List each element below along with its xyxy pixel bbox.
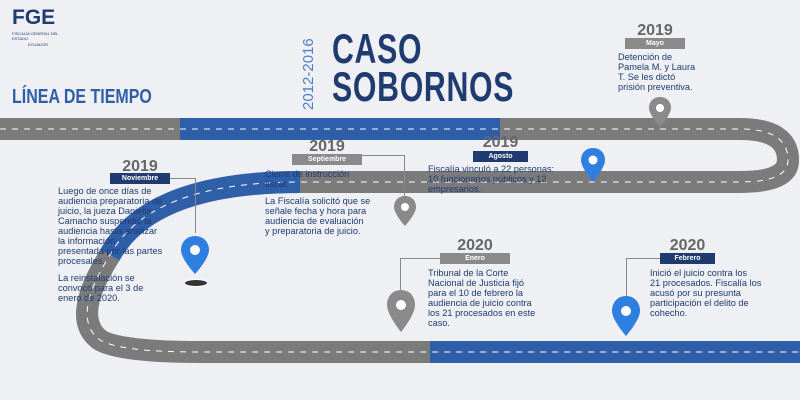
pin-shadow xyxy=(184,279,208,287)
event-month-tag: Septiembre xyxy=(292,154,362,165)
years-range: 2012-2016 xyxy=(300,38,317,110)
event-desc: Tribunal de la Corte Nacional de Justici… xyxy=(428,268,536,328)
event-month-tag: Mayo xyxy=(625,38,685,49)
event-desc: Inició el juicio contra los 21 procesado… xyxy=(650,268,762,318)
title-line1: CASO xyxy=(332,25,423,72)
title-line2: SOBORNOS xyxy=(332,63,515,110)
logo-subtitle: FISCALÍA GENERAL DEL ESTADO xyxy=(12,31,59,41)
map-pin-icon xyxy=(581,148,605,182)
event-year: 2019 xyxy=(637,22,673,39)
connector-line xyxy=(362,155,404,156)
event-year: 2020 xyxy=(669,237,706,254)
connector-line xyxy=(170,178,195,179)
connector-line xyxy=(195,178,196,233)
connector-line xyxy=(626,258,660,259)
event-year: 2019 xyxy=(482,134,519,151)
map-pin-icon xyxy=(612,296,640,336)
event-month-tag: Febrero xyxy=(660,253,715,264)
event-year: 2019 xyxy=(122,158,158,175)
map-pin-icon xyxy=(181,236,209,274)
map-pin-icon xyxy=(649,97,671,127)
connector-line xyxy=(626,258,627,298)
connector-line xyxy=(404,155,405,215)
event-desc: Fiscalía vinculó a 22 personas: 10 funci… xyxy=(428,164,555,194)
road-centerline xyxy=(0,128,800,353)
logo: FGE xyxy=(12,6,56,29)
connector-line xyxy=(400,258,401,290)
event-month-tag: Enero xyxy=(440,253,510,264)
timeline-heading: LÍNEA DE TIEMPO xyxy=(12,86,152,108)
event-desc: Detención de Pamela M. y Laura T. Se les… xyxy=(618,52,696,92)
map-pin-icon xyxy=(394,196,416,226)
event-month-tag: Agosto xyxy=(473,151,528,162)
event-year: 2019 xyxy=(309,138,345,155)
logo-country: ECUADOR xyxy=(28,42,49,47)
map-pin-icon xyxy=(387,290,415,332)
event-month-tag: Noviembre xyxy=(110,173,170,184)
connector-line xyxy=(400,258,440,259)
event-year: 2020 xyxy=(457,237,493,254)
